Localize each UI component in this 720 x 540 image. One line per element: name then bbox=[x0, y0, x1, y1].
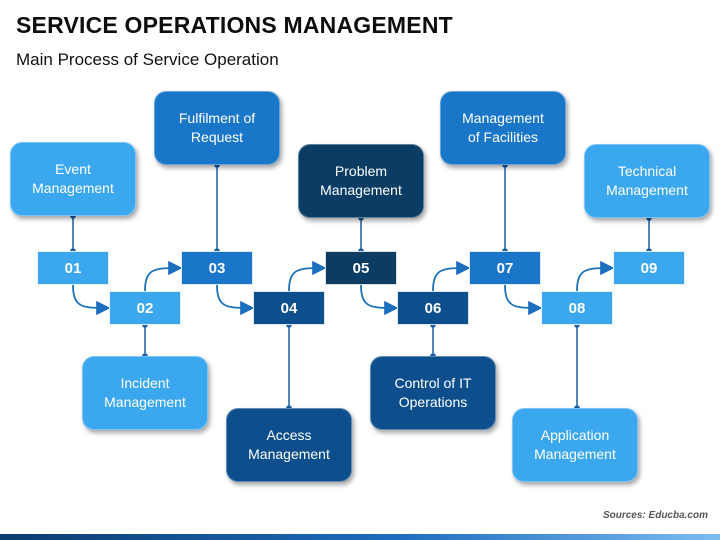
step-box-07: 07 bbox=[469, 251, 541, 285]
flow-arrow-06-to-07 bbox=[432, 260, 471, 292]
process-card-label: Technical Management bbox=[606, 163, 688, 198]
process-card-label: Incident Management bbox=[104, 375, 186, 410]
process-card-05: Problem Management bbox=[298, 144, 424, 218]
step-box-08: 08 bbox=[541, 291, 613, 325]
flow-arrow-07-to-08 bbox=[504, 284, 543, 316]
step-box-09: 09 bbox=[613, 251, 685, 285]
process-card-label: Fulfilment of Request bbox=[178, 110, 256, 145]
process-card-label: Event Management bbox=[32, 161, 114, 196]
process-card-01: Event Management bbox=[10, 142, 136, 216]
step-box-03: 03 bbox=[181, 251, 253, 285]
process-card-label: Application Management bbox=[534, 427, 616, 462]
process-card-label: Problem Management bbox=[320, 163, 402, 198]
process-card-label: Control of IT Operations bbox=[394, 375, 472, 410]
step-box-05: 05 bbox=[325, 251, 397, 285]
flow-arrow-05-to-06 bbox=[360, 284, 399, 316]
flow-arrow-02-to-03 bbox=[144, 260, 183, 292]
step-box-06: 06 bbox=[397, 291, 469, 325]
process-card-06: Control of IT Operations bbox=[370, 356, 496, 430]
process-card-08: Application Management bbox=[512, 408, 638, 482]
flow-arrow-03-to-04 bbox=[216, 284, 255, 316]
page-title: SERVICE OPERATIONS MANAGEMENT bbox=[16, 12, 453, 38]
source-note: Sources: Educba.com bbox=[602, 510, 708, 521]
step-box-04: 04 bbox=[253, 291, 325, 325]
flow-arrow-04-to-05 bbox=[288, 260, 327, 292]
process-card-label: Management of Facilities bbox=[462, 110, 544, 145]
process-card-02: Incident Management bbox=[82, 356, 208, 430]
footer-bar bbox=[0, 534, 720, 540]
step-box-01: 01 bbox=[37, 251, 109, 285]
page-subtitle: Main Process of Service Operation bbox=[16, 50, 279, 69]
step-box-02: 02 bbox=[109, 291, 181, 325]
process-card-label: Access Management bbox=[248, 427, 330, 462]
process-card-04: Access Management bbox=[226, 408, 352, 482]
flow-arrow-01-to-02 bbox=[72, 284, 111, 316]
flow-arrow-08-to-09 bbox=[576, 260, 615, 292]
process-card-09: Technical Management bbox=[584, 144, 710, 218]
process-card-07: Management of Facilities bbox=[440, 91, 566, 165]
process-card-03: Fulfilment of Request bbox=[154, 91, 280, 165]
